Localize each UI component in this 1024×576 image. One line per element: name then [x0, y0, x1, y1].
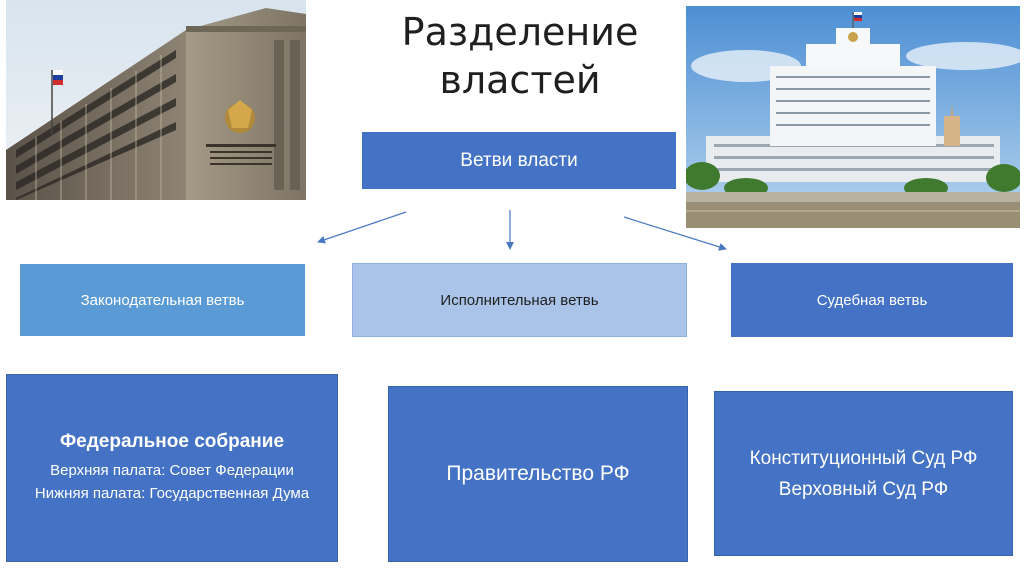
lower-chamber-text: Нижняя палата: Государственная Дума [34, 485, 310, 502]
page-title: Разделение властей [360, 8, 680, 104]
government-card: Правительство РФ [388, 386, 688, 562]
branches-of-power-box: Ветви власти [362, 132, 676, 189]
federation-council-building-photo [6, 0, 306, 200]
government-title: Правительство РФ [446, 462, 630, 485]
executive-branch-label: Исполнительная ветвь [440, 291, 599, 309]
title-line-1: Разделение [401, 10, 639, 54]
judicial-branch-box: Судебная ветвь [731, 263, 1013, 337]
constitutional-court-text: Конституционный Суд РФ [749, 447, 978, 469]
legislative-branch-label: Законодательная ветвь [80, 291, 245, 309]
upper-chamber-text: Верхняя палата: Совет Федерации [50, 462, 294, 479]
title-line-2: властей [439, 58, 601, 102]
executive-branch-box: Исполнительная ветвь [352, 263, 687, 337]
legislative-branch-box: Законодательная ветвь [20, 264, 305, 336]
federal-assembly-title: Федеральное собрание [59, 431, 285, 452]
supreme-court-text: Верховный Суд РФ [778, 478, 949, 500]
federal-assembly-card: Федеральное собрание Верхняя палата: Сов… [6, 374, 338, 562]
courts-card: Конституционный Суд РФ Верховный Суд РФ [714, 391, 1013, 556]
branches-of-power-label: Ветви власти [460, 149, 578, 171]
judicial-branch-label: Судебная ветвь [816, 291, 928, 309]
white-house-building-photo [686, 6, 1020, 228]
arrow-to-legislative [317, 211, 407, 244]
